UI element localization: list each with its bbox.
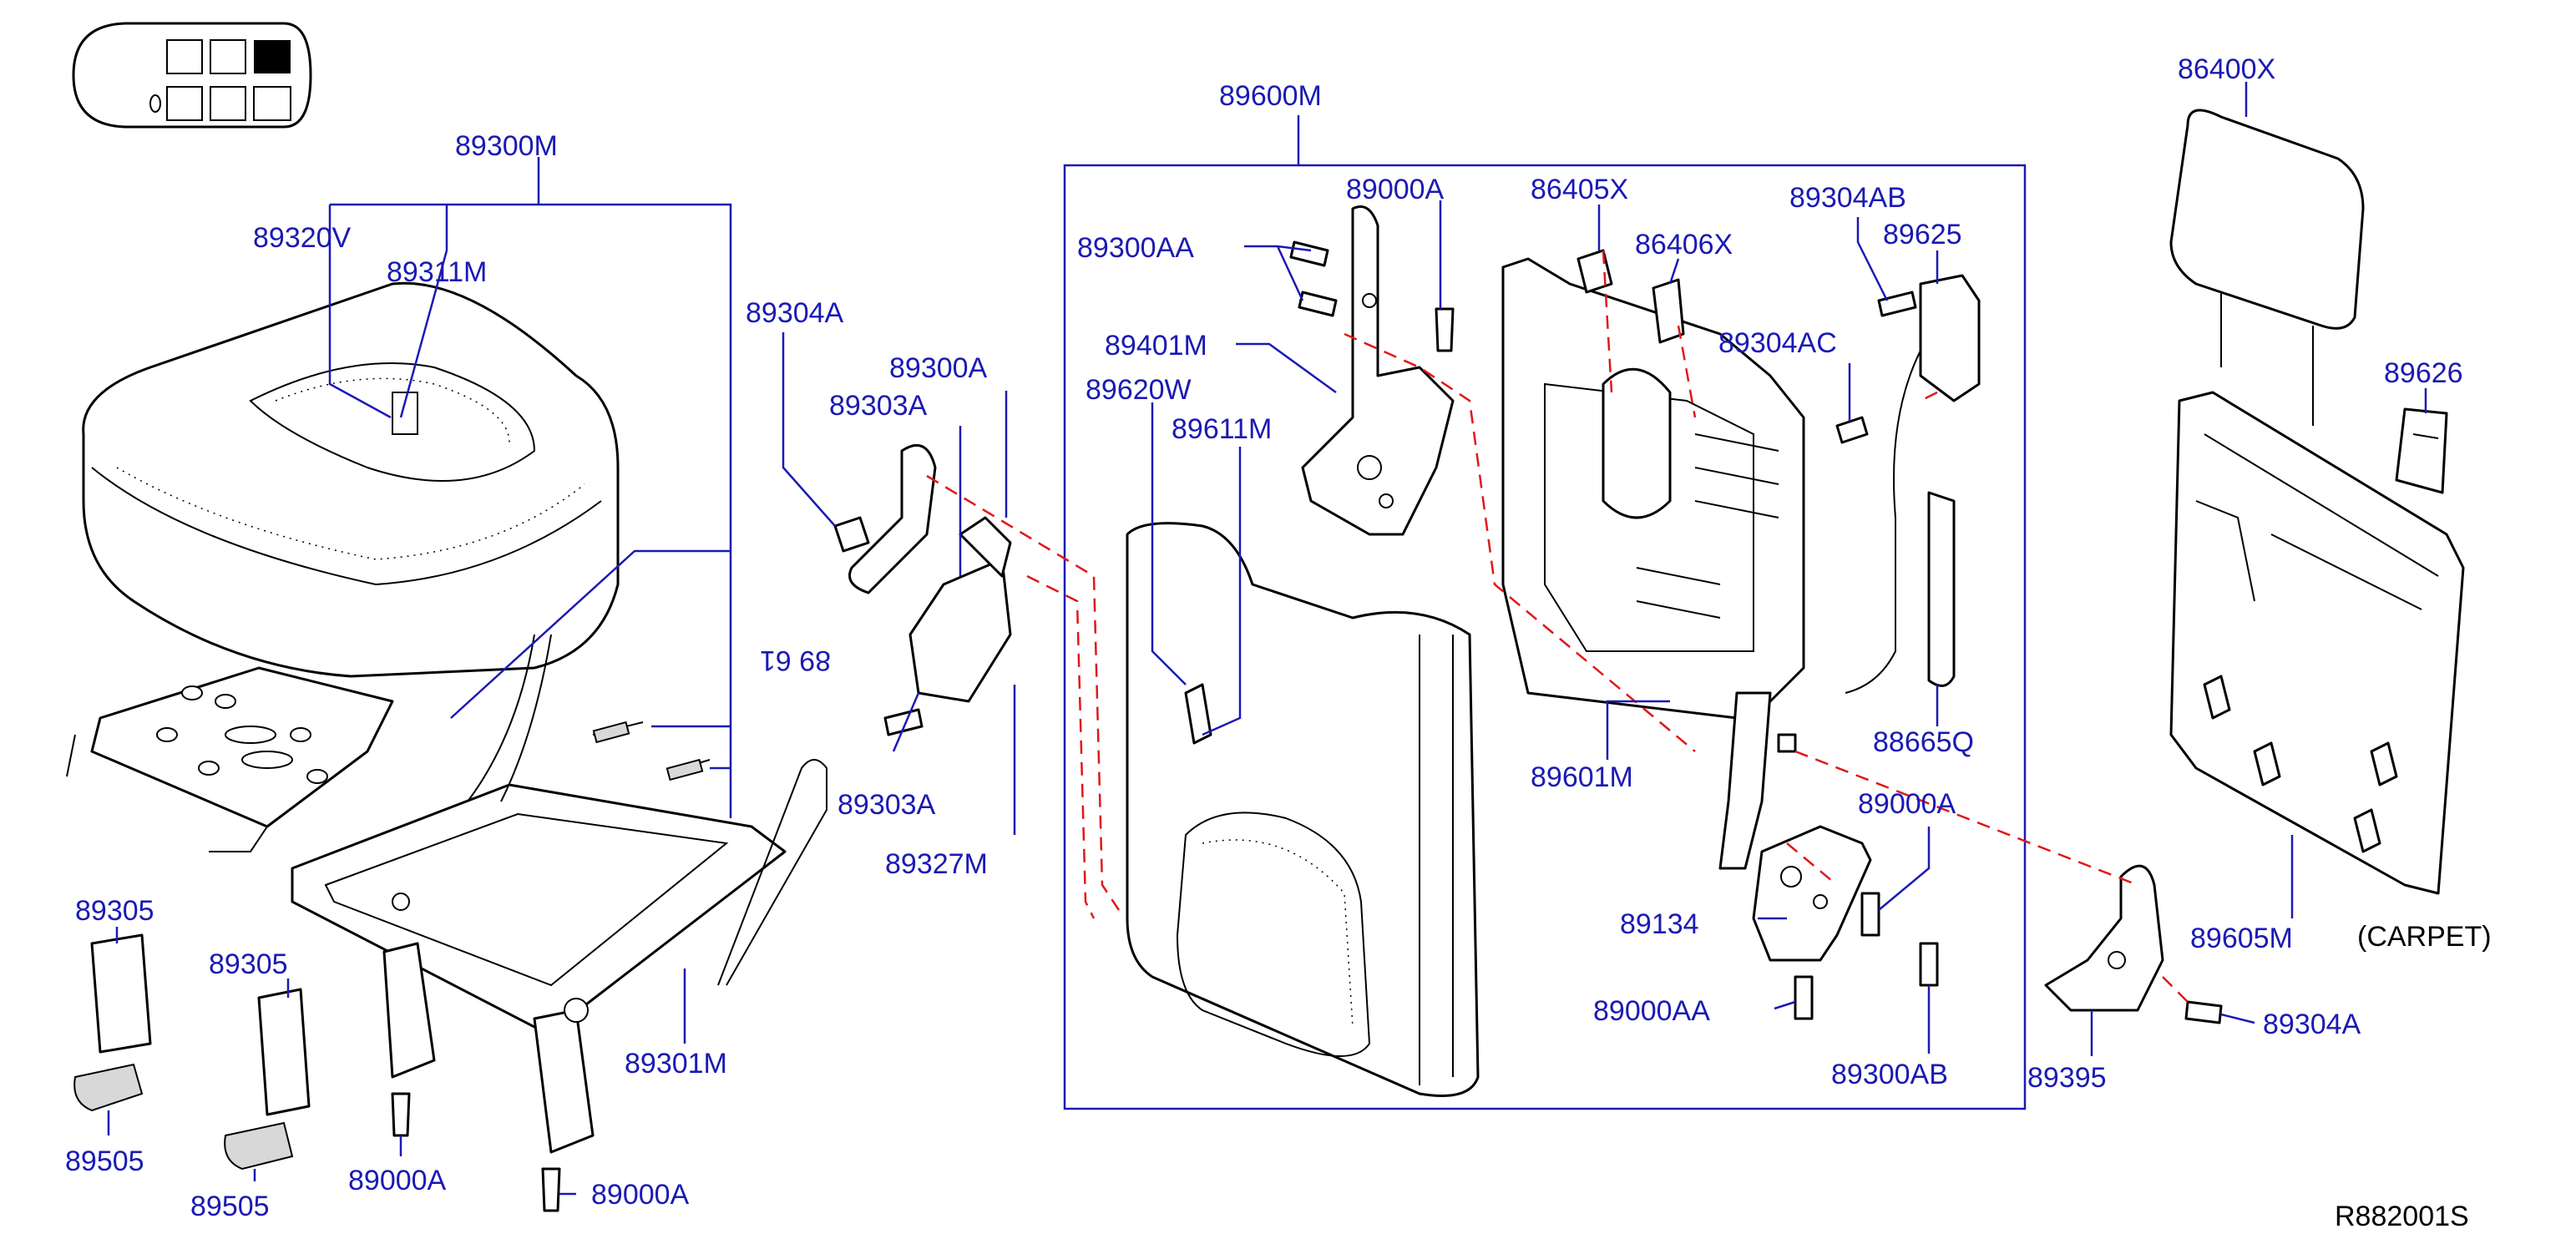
seat-cushion-89320V: [82, 281, 620, 678]
label-89601M: 89601M: [1531, 761, 1633, 793]
label-89300AB: 89300AB: [1831, 1059, 1948, 1090]
label-89000A-b: 89000A: [591, 1179, 690, 1211]
label-89300A: 89300A: [889, 352, 988, 384]
label-89320V: 89320V: [253, 222, 352, 254]
seatback-frame-89601M: [1501, 249, 1805, 870]
label-89304AB: 89304AB: [1789, 182, 1906, 214]
alignment-lines: [926, 250, 2189, 1003]
label-89600M: 89600M: [1219, 80, 1322, 112]
latch-89625: [1835, 274, 1981, 694]
label-89304A-right: 89304A: [2263, 1009, 2361, 1040]
label-89000A-right: 89000A: [1858, 788, 1956, 820]
label-89000AA: 89000AA: [1593, 995, 1710, 1027]
label-89611M: 89611M: [1172, 413, 1272, 445]
label-89304A-left: 89304A: [746, 297, 844, 329]
mirrored-note: 89 61: [760, 645, 831, 676]
label-89305-b: 89305: [209, 948, 288, 980]
side-brackets-89303A: [848, 443, 1012, 703]
headrest-86400X: [2169, 109, 2365, 426]
label-89401M: 89401M: [1105, 330, 1207, 362]
bolts-89300AA: [1289, 240, 1338, 317]
carpet-note: (CARPET): [2357, 921, 2492, 953]
label-89000A-top: 89000A: [1346, 174, 1445, 205]
label-89620W: 89620W: [1086, 374, 1192, 406]
label-89626: 89626: [2384, 357, 2463, 389]
label-89605M: 89605M: [2190, 923, 2293, 954]
label-89505-b: 89505: [190, 1191, 270, 1222]
hinge-bracket-89401M: [1301, 205, 1455, 536]
bracket-89134: [1752, 825, 1939, 1020]
seat-position-icon: [72, 22, 312, 129]
seat-frame-89301M: [291, 634, 827, 1154]
label-89301M: 89301M: [625, 1048, 727, 1080]
part-labels: 89300M 89320V 89311M 89304A 89300A 89303…: [65, 53, 2492, 1232]
label-89303A-bottom: 89303A: [838, 789, 936, 821]
label-86405X: 86405X: [1531, 174, 1628, 205]
label-89505-a: 89505: [65, 1145, 144, 1177]
strap-88665Q: [1927, 491, 1956, 687]
label-89304AC: 89304AC: [1718, 327, 1837, 359]
label-89327M: 89327M: [885, 848, 988, 880]
label-89395: 89395: [2027, 1062, 2107, 1094]
label-89300AA: 89300AA: [1077, 232, 1194, 264]
hinge-covers-89305: [73, 933, 311, 1171]
label-86400X: 86400X: [2178, 53, 2275, 85]
leader-lines: [107, 82, 2427, 1196]
label-89625: 89625: [1883, 219, 1962, 250]
label-89311M: 89311M: [387, 256, 487, 288]
label-89303A-top: 89303A: [829, 390, 928, 422]
seatback-group-box: [1063, 164, 2027, 1110]
seatback-pad-89620W: [1126, 522, 1480, 1097]
diagram-code: R882001S: [2335, 1201, 2469, 1232]
cover-89395: [2044, 864, 2223, 1024]
seatback-board-89605M: [2169, 391, 2465, 895]
springs: [592, 721, 711, 781]
label-89134: 89134: [1620, 908, 1699, 940]
label-88665Q: 88665Q: [1873, 726, 1974, 758]
label-89000A-a: 89000A: [348, 1165, 447, 1196]
label-89305-a: 89305: [75, 895, 154, 927]
label-89300M: 89300M: [455, 130, 558, 162]
label-86406X: 86406X: [1635, 229, 1733, 260]
cover-89626: [2395, 407, 2448, 494]
bolts-left: [391, 516, 924, 1212]
seat-pan-plate: [66, 666, 394, 852]
